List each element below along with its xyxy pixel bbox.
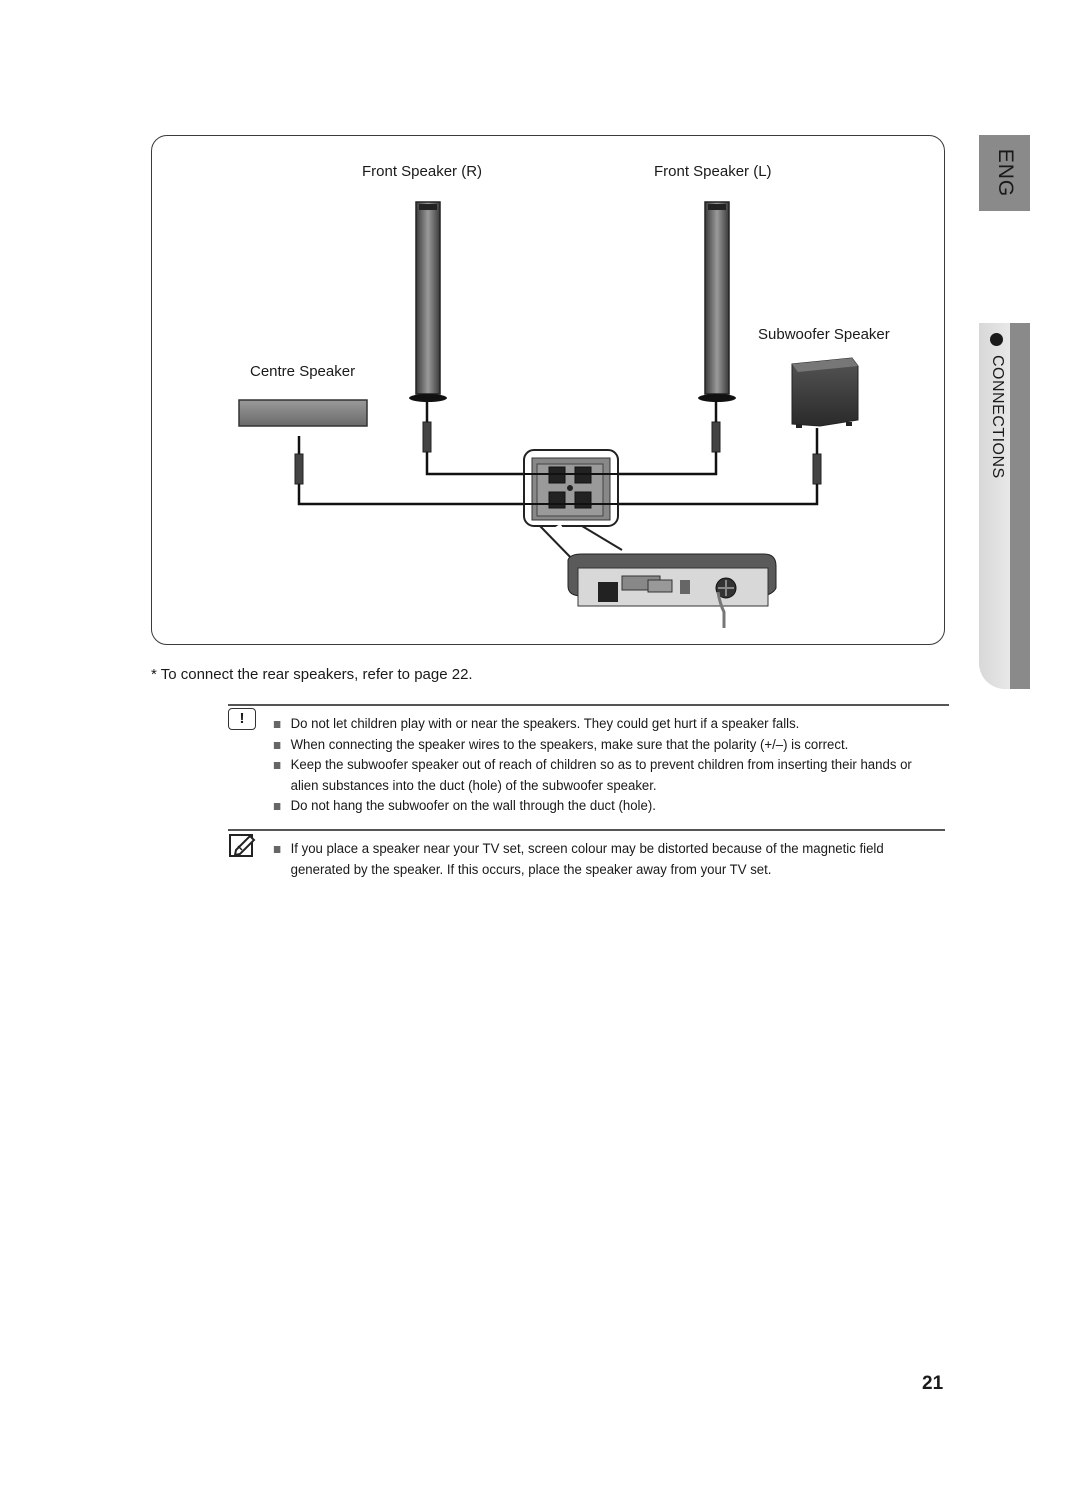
front-speaker-left-illustration [698, 201, 736, 402]
caution-item: Do not let children play with or near th… [272, 714, 942, 735]
language-tab: ENG [979, 135, 1030, 211]
front-speaker-left-label: Front Speaker (L) [654, 163, 772, 180]
front-speaker-right-illustration [409, 201, 447, 402]
note-divider [228, 829, 945, 831]
rear-speakers-footnote: * To connect the rear speakers, refer to… [151, 666, 473, 683]
subwoofer-illustration [791, 357, 859, 428]
caution-icon: ! [228, 708, 256, 730]
section-tab-label: CONNECTIONS [989, 355, 1006, 479]
section-tab: CONNECTIONS [985, 333, 1009, 493]
note-list: If you place a speaker near your TV set,… [272, 839, 932, 880]
note-icon [229, 834, 256, 857]
caution-item: Keep the subwoofer speaker out of reach … [272, 755, 942, 796]
caution-item: Do not hang the subwoofer on the wall th… [272, 796, 942, 817]
diagram-artwork [238, 201, 859, 628]
caution-list: Do not let children play with or near th… [272, 714, 932, 817]
subwoofer-speaker-label: Subwoofer Speaker [758, 326, 890, 343]
language-tab-label: ENG [993, 148, 1017, 198]
front-speaker-right-label: Front Speaker (R) [362, 163, 483, 180]
caution-divider [228, 704, 949, 706]
section-tab-bar [1010, 323, 1030, 689]
speaker-terminal-panel-illustration [523, 449, 623, 601]
note-item: If you place a speaker near your TV set,… [272, 839, 942, 880]
caution-item: When connecting the speaker wires to the… [272, 735, 942, 756]
speaker-connection-diagram: Front Speaker (R) Front Speaker (L) Subw… [151, 135, 945, 645]
centre-speaker-label: Centre Speaker [250, 363, 356, 380]
main-unit-illustration [567, 553, 777, 628]
page-number: 21 [922, 1373, 944, 1394]
section-bullet-icon [990, 333, 1003, 346]
centre-speaker-illustration [238, 399, 368, 427]
